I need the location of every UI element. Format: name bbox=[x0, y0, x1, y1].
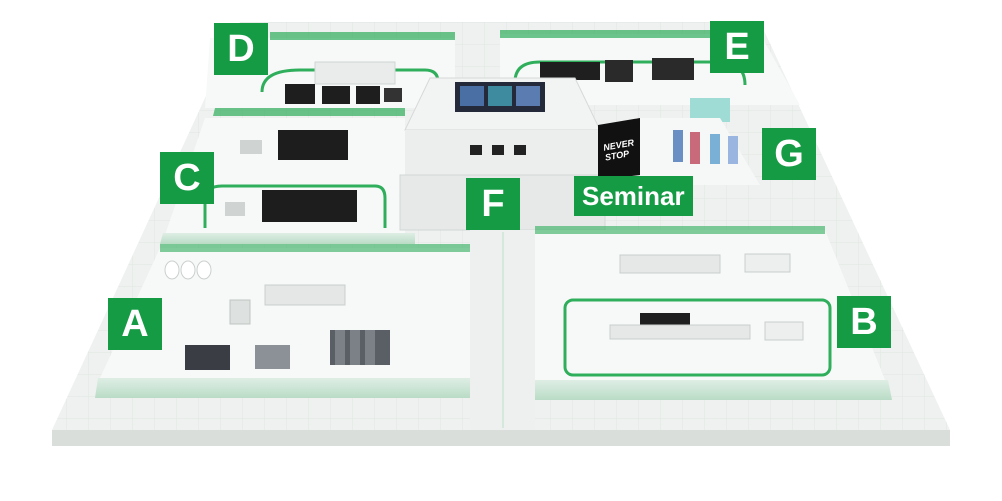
zone-c-area bbox=[160, 118, 415, 244]
zone-d-label: D bbox=[214, 23, 268, 75]
zone-b-label: B bbox=[837, 296, 891, 348]
zone-f-label: F bbox=[466, 178, 520, 230]
seminar-area bbox=[598, 118, 760, 185]
zone-a-area bbox=[95, 244, 470, 398]
zone-seminar-label: Seminar bbox=[574, 176, 693, 216]
zone-e-label: E bbox=[710, 21, 764, 73]
zone-g-label: G bbox=[762, 128, 816, 180]
center-aisle bbox=[470, 230, 535, 430]
zone-c-label: C bbox=[160, 152, 214, 204]
zone-b-area bbox=[535, 226, 892, 400]
zone-a-label: A bbox=[108, 298, 162, 350]
